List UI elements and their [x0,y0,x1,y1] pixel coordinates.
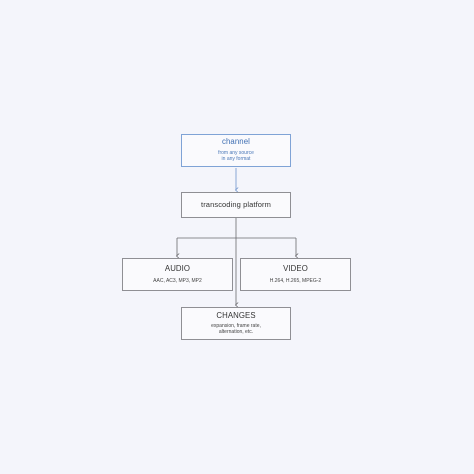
channel-title: channel [221,137,250,147]
platform-title: transcoding platform [201,199,271,209]
changes-node: CHANGES expansion, frame rate, alternati… [181,307,291,340]
video-title: VIDEO [283,264,308,274]
changes-line-2: alternation, etc. [218,328,254,335]
changes-title: CHANGES [216,310,256,320]
audio-formats: AAC, AC3, MP3, MP2 [153,277,202,284]
changes-line-1: expansion, frame rate, [211,322,261,329]
channel-line-1: from any source [218,150,254,157]
video-node: VIDEO H.264, H.265, MPEG-2 [240,258,351,291]
audio-title: AUDIO [164,264,191,274]
audio-node: AUDIO AAC, AC3, MP3, MP2 [122,258,233,291]
transcoding-platform-node: transcoding platform [181,192,291,218]
channel-node: channel from any source in any format [181,134,291,167]
channel-line-2: in any format [221,156,251,163]
video-formats: H.264, H.265, MPEG-2 [269,277,322,284]
